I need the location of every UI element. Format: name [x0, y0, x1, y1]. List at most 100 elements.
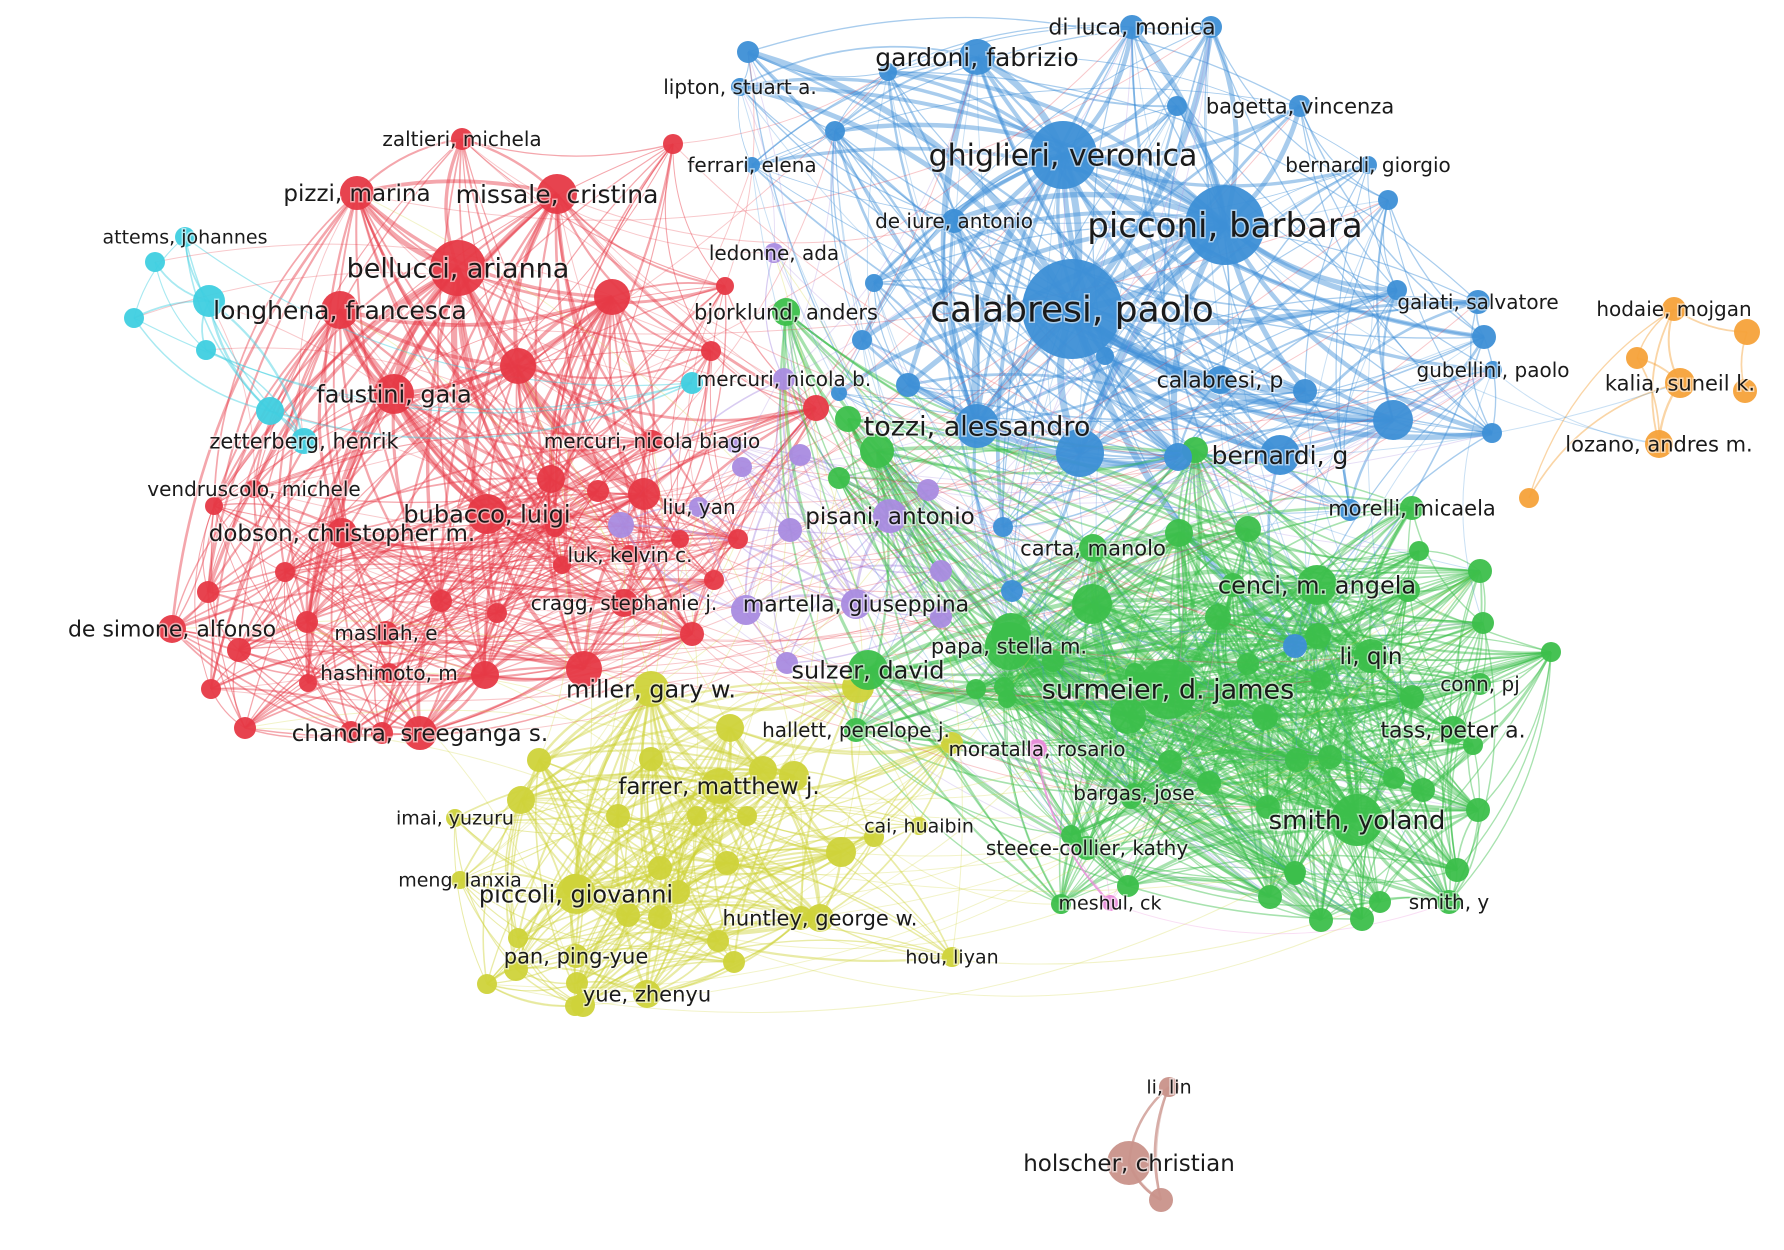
author-node[interactable]: [728, 529, 748, 549]
node-calabresi-paolo[interactable]: [1022, 259, 1122, 359]
author-node[interactable]: [1369, 891, 1391, 913]
author-node[interactable]: [860, 434, 894, 468]
author-node[interactable]: [917, 479, 939, 501]
node-de-iure-antonio[interactable]: [942, 209, 966, 233]
node-gubellini-paolo[interactable]: [1484, 361, 1502, 379]
node-smith-yoland[interactable]: [1331, 794, 1383, 846]
node-hou-liyan[interactable]: [942, 947, 962, 967]
author-node[interactable]: [864, 827, 884, 847]
author-node[interactable]: [680, 622, 704, 646]
author-node[interactable]: [852, 330, 872, 350]
author-node[interactable]: [1383, 767, 1405, 789]
author-node[interactable]: [803, 395, 829, 421]
author-node[interactable]: [1149, 1188, 1173, 1212]
node-luk-kelvin[interactable]: [620, 545, 640, 565]
author-node[interactable]: [831, 385, 847, 401]
node-yue-zhenyu[interactable]: [633, 980, 661, 1008]
node-ferrari-elena[interactable]: [744, 157, 760, 173]
author-node[interactable]: [1167, 96, 1187, 116]
author-node[interactable]: [1256, 795, 1280, 819]
node-tass-peter[interactable]: [1439, 716, 1467, 744]
node-sulzer-david[interactable]: [848, 650, 888, 690]
node-vendruscolo-michele[interactable]: [245, 480, 263, 498]
author-node[interactable]: [205, 497, 223, 515]
author-node[interactable]: [732, 457, 752, 477]
author-node[interactable]: [1056, 429, 1104, 477]
author-node[interactable]: [608, 512, 634, 538]
author-node[interactable]: [994, 677, 1014, 697]
author-node[interactable]: [234, 717, 256, 739]
node-martella-giuseppina[interactable]: [841, 589, 871, 619]
author-node[interactable]: [663, 134, 683, 154]
author-node[interactable]: [1378, 190, 1398, 210]
node-bagetta-vincenza[interactable]: [1289, 95, 1311, 117]
author-node[interactable]: [1733, 379, 1757, 403]
author-node[interactable]: [1258, 885, 1282, 909]
node-masliah-e[interactable]: [374, 621, 398, 645]
author-node[interactable]: [275, 562, 295, 582]
author-node[interactable]: [789, 906, 813, 930]
node-cai-huaibin[interactable]: [910, 817, 928, 835]
author-node[interactable]: [371, 722, 393, 744]
node-surmeier-james[interactable]: [1138, 659, 1198, 719]
author-node[interactable]: [896, 373, 920, 397]
node-galati-salvatore[interactable]: [1466, 290, 1490, 314]
node-cragg-stephanie[interactable]: [610, 589, 638, 617]
author-node[interactable]: [587, 480, 609, 502]
author-node[interactable]: [826, 837, 856, 867]
node-farrer-matthew[interactable]: [701, 768, 737, 804]
author-node[interactable]: [1466, 798, 1490, 822]
node-meshul-ck[interactable]: [1102, 895, 1118, 911]
node-hodaie-mojgan[interactable]: [1662, 297, 1686, 321]
author-node[interactable]: [1235, 516, 1261, 542]
author-node[interactable]: [707, 930, 729, 952]
node-mercuri-nicola-b[interactable]: [773, 368, 795, 390]
node-bubacco-luigi[interactable]: [467, 494, 507, 534]
node-tozzi-alessandro[interactable]: [955, 404, 999, 448]
author-node[interactable]: [124, 308, 144, 328]
author-node[interactable]: [749, 756, 777, 784]
author-node[interactable]: [1165, 519, 1193, 547]
node-cenci-angela[interactable]: [1297, 565, 1337, 605]
node-kalia-suneil[interactable]: [1665, 368, 1695, 398]
author-node[interactable]: [553, 556, 571, 574]
author-node[interactable]: [648, 905, 672, 929]
node-hashimoto-m[interactable]: [379, 663, 399, 683]
author-node[interactable]: [1252, 704, 1278, 730]
author-node[interactable]: [606, 804, 630, 828]
author-node[interactable]: [1541, 642, 1561, 662]
author-node[interactable]: [1409, 541, 1429, 561]
author-node[interactable]: [726, 437, 742, 453]
author-node[interactable]: [930, 606, 952, 628]
author-node[interactable]: [1309, 908, 1333, 932]
author-node[interactable]: [477, 974, 497, 994]
author-node[interactable]: [299, 674, 317, 692]
node-liu-yan[interactable]: [689, 497, 709, 517]
node-imai-yuzuru[interactable]: [446, 809, 464, 827]
author-node[interactable]: [666, 880, 690, 904]
node-de-simone-alfonso[interactable]: [158, 615, 186, 643]
author-node[interactable]: [500, 348, 536, 384]
author-node[interactable]: [571, 993, 595, 1017]
node-ghiglieri-veronica[interactable]: [1029, 121, 1097, 189]
author-node[interactable]: [1197, 771, 1221, 795]
author-node[interactable]: [778, 518, 802, 542]
author-node[interactable]: [716, 714, 744, 742]
author-node[interactable]: [941, 732, 963, 754]
author-node[interactable]: [1200, 16, 1222, 38]
author-node[interactable]: [227, 638, 251, 662]
author-node[interactable]: [1463, 735, 1483, 755]
author-node[interactable]: [504, 957, 528, 981]
author-node[interactable]: [1158, 750, 1182, 774]
author-node[interactable]: [1305, 623, 1331, 649]
author-node[interactable]: [546, 510, 566, 530]
author-node[interactable]: [993, 517, 1013, 537]
node-picconi-barbara[interactable]: [1185, 185, 1265, 265]
author-node[interactable]: [340, 721, 362, 743]
author-node[interactable]: [1373, 400, 1413, 440]
node-faustini-gaia[interactable]: [374, 374, 414, 414]
author-node[interactable]: [1445, 858, 1469, 882]
author-node[interactable]: [145, 252, 165, 272]
node-bjorklund-anders[interactable]: [772, 298, 800, 326]
author-node[interactable]: [716, 277, 734, 295]
